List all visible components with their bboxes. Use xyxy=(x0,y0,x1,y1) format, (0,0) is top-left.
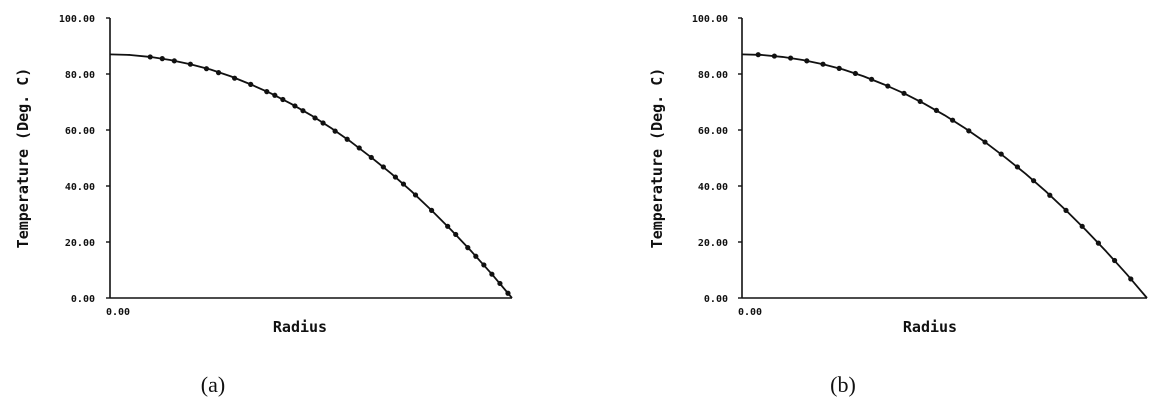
data-point-a-8 xyxy=(264,89,270,95)
data-point-a-0 xyxy=(147,54,153,60)
data-point-a-14 xyxy=(320,120,326,126)
data-point-b-4 xyxy=(820,61,826,67)
data-point-a-12 xyxy=(300,108,306,114)
data-point-b-14 xyxy=(982,139,988,145)
data-point-a-17 xyxy=(356,145,362,151)
data-point-a-26 xyxy=(465,245,471,251)
data-point-a-16 xyxy=(344,136,350,142)
data-point-b-1 xyxy=(771,53,778,59)
data-point-b-16 xyxy=(1014,164,1021,170)
data-point-b-9 xyxy=(901,90,907,96)
y-tick-label-b-5: 100.00 xyxy=(692,14,728,25)
data-point-a-6 xyxy=(232,75,238,81)
data-point-b-15 xyxy=(998,151,1004,157)
panel-label-a: (a) xyxy=(201,372,225,397)
data-point-b-10 xyxy=(917,98,923,105)
data-point-a-24 xyxy=(445,223,451,229)
data-point-a-13 xyxy=(312,115,318,121)
y-axis-ticks-b: 0.00 20.00 40.00 60.00 80.00 100.00 xyxy=(692,14,742,305)
y-tick-label-b-0: 0.00 xyxy=(704,294,728,305)
y-tick-label-a-0: 0.00 xyxy=(71,294,95,305)
data-point-a-15 xyxy=(332,128,338,134)
panel-label-b: (b) xyxy=(830,372,856,397)
data-point-b-19 xyxy=(1063,207,1069,213)
data-point-b-5 xyxy=(836,65,842,71)
data-point-b-0 xyxy=(755,52,761,58)
data-point-a-11 xyxy=(292,103,298,109)
data-point-b-13 xyxy=(966,128,972,134)
data-point-a-25 xyxy=(453,231,459,238)
data-point-a-31 xyxy=(505,290,511,296)
x-axis-title-b: Radius xyxy=(903,318,957,336)
y-tick-label-a-3: 60.00 xyxy=(65,126,95,137)
plot-area-a xyxy=(109,53,513,299)
data-point-b-6 xyxy=(852,70,859,77)
data-point-a-30 xyxy=(497,280,503,287)
data-point-a-1 xyxy=(159,56,165,62)
chart-panel-b: 0.00 20.00 40.00 60.00 80.00 100.00 0.00 Radi… xyxy=(648,14,1148,397)
y-axis-ticks-a: 0.00 20.00 40.00 60.00 80.00 100.00 xyxy=(59,14,110,305)
data-point-b-21 xyxy=(1095,240,1101,246)
data-point-a-19 xyxy=(380,164,386,170)
data-point-a-10 xyxy=(280,96,286,103)
data-point-a-23 xyxy=(429,207,435,213)
temperature-curve-b xyxy=(741,53,1148,299)
data-point-a-20 xyxy=(392,174,399,180)
data-point-a-2 xyxy=(171,58,177,64)
data-point-a-27 xyxy=(473,253,479,259)
chart-panel-a: 0.00 20.00 40.00 60.00 80.00 100.00 0.00 Radi… xyxy=(14,14,513,397)
data-point-a-21 xyxy=(400,181,407,187)
y-tick-label-a-2: 40.00 xyxy=(65,182,95,193)
data-point-a-5 xyxy=(215,70,222,76)
data-point-b-3 xyxy=(804,58,810,64)
y-tick-label-a-5: 100.00 xyxy=(59,14,95,25)
data-point-b-18 xyxy=(1047,192,1053,198)
data-point-b-22 xyxy=(1112,257,1118,264)
plot-area-b xyxy=(741,52,1148,299)
y-axis-title-b: Temperature (Deg. C) xyxy=(648,68,666,249)
y-tick-label-b-3: 60.00 xyxy=(698,126,728,137)
data-point-a-7 xyxy=(248,81,254,87)
data-point-b-20 xyxy=(1079,223,1085,229)
data-point-a-9 xyxy=(272,92,278,98)
x-tick-label-origin-a: 0.00 xyxy=(106,307,130,318)
temperature-curve-a xyxy=(109,53,513,299)
y-tick-label-b-2: 40.00 xyxy=(698,182,728,193)
y-axis-title-a: Temperature (Deg. C) xyxy=(14,68,32,249)
y-tick-label-a-1: 20.00 xyxy=(65,238,95,249)
data-point-a-3 xyxy=(187,61,193,67)
y-tick-label-b-1: 20.00 xyxy=(698,238,728,249)
data-point-b-17 xyxy=(1031,178,1037,184)
data-point-a-4 xyxy=(203,66,210,72)
data-point-a-28 xyxy=(481,262,487,268)
y-tick-label-a-4: 80.00 xyxy=(65,70,95,81)
data-point-b-23 xyxy=(1128,276,1134,282)
data-point-a-18 xyxy=(368,154,374,161)
data-point-a-29 xyxy=(489,271,495,277)
data-point-b-11 xyxy=(933,107,940,113)
x-axis-title-a: Radius xyxy=(273,318,327,336)
data-point-b-12 xyxy=(950,117,956,123)
data-point-b-2 xyxy=(788,55,794,61)
data-point-b-8 xyxy=(885,83,891,89)
x-tick-label-origin-b: 0.00 xyxy=(738,307,762,318)
data-point-a-22 xyxy=(412,192,419,198)
y-tick-label-b-4: 80.00 xyxy=(698,70,728,81)
data-point-b-7 xyxy=(869,76,875,82)
